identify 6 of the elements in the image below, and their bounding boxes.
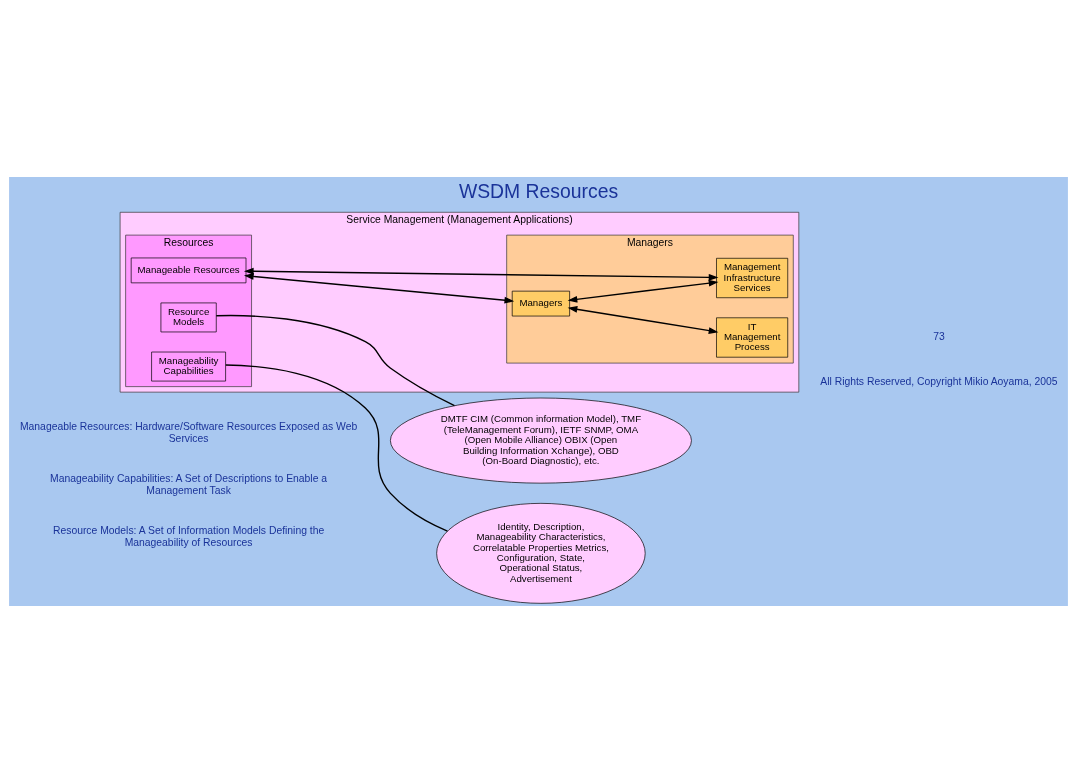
label: Manageable Resources: Hardware/Software Resources Exposed as Web Services: [19, 421, 358, 444]
label: Manageability Capabilities: A Set of Descriptions to Enable a Management Task: [50, 473, 328, 496]
label: 73: [933, 330, 945, 342]
label: Resource Models: A Set of Information Models Defining the Manageability of Resources: [52, 524, 325, 548]
label: All Rights Reserved, Copyright Mikio Aoyama, 2005: [820, 375, 1058, 387]
diagram-title: WSDM Resources: [458, 180, 619, 203]
